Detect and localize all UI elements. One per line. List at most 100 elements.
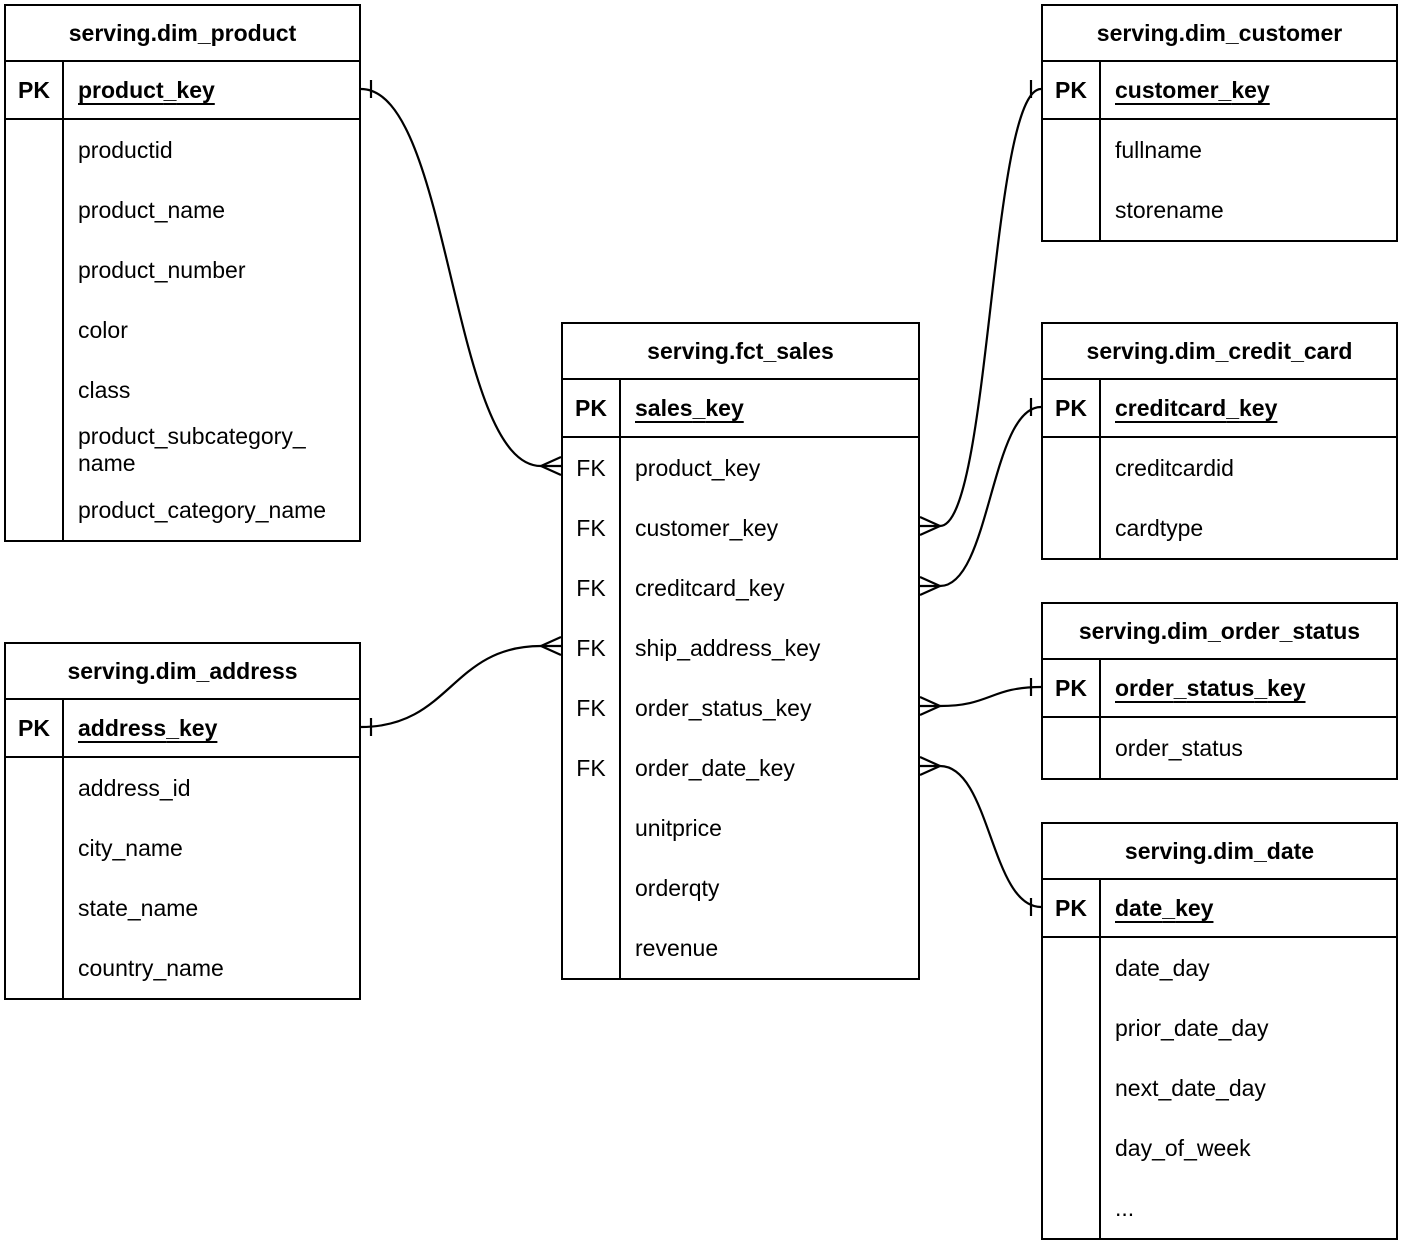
pk-row: PK order_status_key: [1043, 660, 1396, 718]
field-badge: [6, 360, 64, 420]
field-name: next_date_day: [1115, 1074, 1266, 1101]
field-row: ...: [1043, 1178, 1396, 1238]
field-row: city_name: [6, 818, 359, 878]
field-name: customer_key: [635, 514, 779, 541]
field-badge: FK: [563, 438, 621, 498]
field-row: product_subcategory_name: [6, 420, 359, 480]
field-row: product_name: [6, 180, 359, 240]
field-row: product_category_name: [6, 480, 359, 540]
field-name: state_name: [78, 894, 199, 921]
table-title: serving.dim_address: [6, 644, 359, 700]
pk-badge: PK: [1043, 62, 1101, 118]
field-name: productid: [78, 136, 173, 163]
field-badge: [6, 180, 64, 240]
field-badge: [1043, 120, 1101, 180]
field-row: order_status: [1043, 718, 1396, 778]
field-badge: [6, 300, 64, 360]
pk-row: PK creditcard_key: [1043, 380, 1396, 438]
field-name: creditcard_key: [635, 574, 785, 601]
field-badge: [563, 798, 621, 858]
entity-table-dim-product: serving.dim_product PK product_key produ…: [4, 4, 361, 542]
field-name: prior_date_day: [1115, 1014, 1269, 1041]
field-badge: FK: [563, 678, 621, 738]
pk-field-name: product_key: [78, 76, 215, 103]
field-name: order_status: [1115, 734, 1243, 761]
table-title: serving.dim_order_status: [1043, 604, 1396, 660]
table-title: serving.fct_sales: [563, 324, 918, 380]
field-row: prior_date_day: [1043, 998, 1396, 1058]
table-title: serving.dim_customer: [1043, 6, 1396, 62]
pk-badge: PK: [1043, 380, 1101, 436]
table-body: fullname storename: [1043, 120, 1396, 240]
field-row: address_id: [6, 758, 359, 818]
relationship-line-product-key: [360, 87, 542, 468]
table-body: order_status: [1043, 718, 1396, 778]
field-badge: [1043, 1058, 1101, 1118]
relationship-line-ship-address-key: [360, 644, 542, 729]
pk-row: PK product_key: [6, 62, 359, 120]
pk-badge: PK: [1043, 660, 1101, 716]
field-badge: [6, 420, 64, 480]
field-badge: FK: [563, 498, 621, 558]
crows-foot-product-key: [540, 455, 562, 477]
field-name: address_id: [78, 774, 191, 801]
field-row: day_of_week: [1043, 1118, 1396, 1178]
pk-badge: PK: [6, 700, 64, 756]
entity-table-dim-credit-card: serving.dim_credit_card PK creditcard_ke…: [1041, 322, 1398, 560]
field-badge: [1043, 938, 1101, 998]
field-name: color: [78, 316, 128, 343]
entity-table-fct-sales: serving.fct_sales PK sales_key FK product…: [561, 322, 920, 980]
field-badge: [6, 818, 64, 878]
field-name: city_name: [78, 834, 183, 861]
field-badge: [563, 858, 621, 918]
field-row: FK product_key: [563, 438, 918, 498]
pk-field-name: date_key: [1115, 894, 1214, 921]
table-title: serving.dim_date: [1043, 824, 1396, 880]
field-badge: [1043, 180, 1101, 240]
field-name: country_name: [78, 954, 224, 981]
field-row: storename: [1043, 180, 1396, 240]
crows-foot-order-date-key: [919, 755, 941, 777]
field-row: unitprice: [563, 798, 918, 858]
field-row: FK customer_key: [563, 498, 918, 558]
field-name: date_day: [1115, 954, 1210, 981]
field-row: country_name: [6, 938, 359, 998]
pk-field-name: creditcard_key: [1115, 394, 1278, 421]
field-name: storename: [1115, 196, 1224, 223]
field-badge: [563, 918, 621, 978]
field-badge: FK: [563, 738, 621, 798]
field-name: unitprice: [635, 814, 722, 841]
field-name: revenue: [635, 934, 719, 961]
field-name: product_subcategory_name: [78, 423, 306, 476]
field-badge: [6, 120, 64, 180]
field-badge: [1043, 718, 1101, 778]
pk-badge: PK: [6, 62, 64, 118]
field-row: class: [6, 360, 359, 420]
table-title: serving.dim_credit_card: [1043, 324, 1396, 380]
field-row: date_day: [1043, 938, 1396, 998]
table-body: address_id city_name state_name country_nam…: [6, 758, 359, 998]
field-badge: FK: [563, 618, 621, 678]
field-badge: [6, 480, 64, 540]
field-name: product_key: [635, 454, 761, 481]
field-badge: [1043, 998, 1101, 1058]
field-badge: [6, 878, 64, 938]
field-row: fullname: [1043, 120, 1396, 180]
field-name: orderqty: [635, 874, 720, 901]
entity-table-dim-address: serving.dim_address PK address_key addre…: [4, 642, 361, 1000]
table-title: serving.dim_product: [6, 6, 359, 62]
pk-field-name: order_status_key: [1115, 674, 1306, 701]
field-name: day_of_week: [1115, 1134, 1251, 1161]
pk-row: PK sales_key: [563, 380, 918, 438]
field-name: cardtype: [1115, 514, 1204, 541]
crows-foot-order-status-key: [919, 695, 941, 717]
pk-row: PK customer_key: [1043, 62, 1396, 120]
crows-foot-customer-key: [919, 515, 941, 537]
field-row: state_name: [6, 878, 359, 938]
